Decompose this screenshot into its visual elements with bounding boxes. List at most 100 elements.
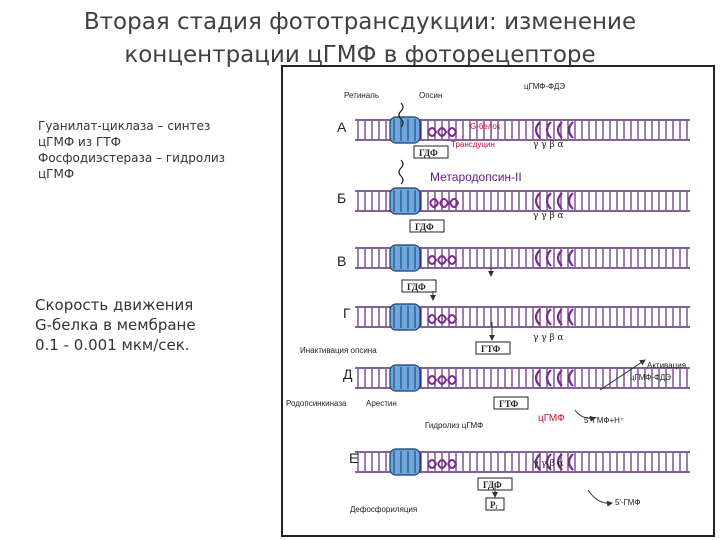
enzyme-note-line: Фосфодиэстераза – гидролиз [38, 151, 226, 165]
transducin [427, 127, 458, 137]
rhodopsin [389, 364, 421, 392]
pde-subunit [556, 192, 563, 210]
speed-note-line: 0.1 - 0.001 мкм/сек. [35, 336, 190, 354]
retinal-chain [398, 102, 404, 128]
transducin-subunit [437, 255, 448, 265]
activation-label-2: цГМФ-ФДЭ [630, 373, 671, 382]
svg-text:ГДФ: ГДФ [419, 148, 438, 158]
speed-notes: Скорость движения G-белка в мембране 0.1… [35, 295, 196, 355]
gdp-box: ГДФ [409, 219, 445, 233]
rhodopsin-body [389, 448, 421, 476]
pde-subunit [567, 453, 574, 471]
subunit-label: γ γ β α [533, 211, 564, 221]
cgmp-label: цГМФ [538, 413, 565, 424]
slide-title: Вторая стадия фототрансдукции: изменение… [0, 6, 720, 72]
gdp-box: ГДФ [401, 279, 437, 293]
diagram-frame [281, 65, 715, 537]
pde-subunit [534, 249, 541, 267]
transducin-subunit [427, 459, 438, 469]
rhodopsin [389, 187, 421, 215]
pde [534, 192, 574, 210]
speed-note-line: G-белка в мембране [35, 316, 196, 334]
pde-subunit [534, 308, 541, 326]
subunit-label: γ γ β α [533, 333, 564, 343]
transducin-subunit [447, 255, 458, 265]
pde [534, 249, 574, 267]
transducin-subunit [429, 198, 440, 208]
stage-label-v: В [337, 253, 346, 269]
transducin-subunit [449, 198, 460, 208]
rhodopsin [389, 116, 421, 144]
svg-text:ГДФ: ГДФ [415, 222, 434, 232]
transducin-subunit [447, 375, 458, 385]
pde-subunit [545, 192, 552, 210]
pde-subunit [545, 249, 552, 267]
pde-subunit [567, 308, 574, 326]
retinal-chain [398, 159, 404, 185]
rhodopsin-kinase-label: Родопсинкиназа [286, 399, 347, 408]
enzyme-notes: Гуанилат-циклаза – синтез цГМФ из ГТФ Фо… [38, 118, 225, 182]
transducin-subunit [427, 314, 438, 324]
pde-subunit [567, 121, 574, 139]
stage-label-b: Б [337, 190, 346, 206]
arrestin-label: Арестин [366, 399, 397, 408]
rhodopsin [389, 244, 421, 272]
pde [534, 121, 574, 139]
pde-subunit [534, 453, 541, 471]
product-label-2: 5'-ГМФ [615, 498, 640, 507]
pde-subunit [567, 369, 574, 387]
pde-subunit [534, 192, 541, 210]
enzyme-note-line: цГМФ [38, 167, 75, 181]
pde-subunit [567, 192, 574, 210]
pde [534, 369, 574, 387]
pi-box: Pᵢ [485, 497, 505, 511]
dephosphorylation-label: Дефосфориляция [350, 505, 417, 514]
transducin-subunit [447, 314, 458, 324]
rhodopsin-body [389, 244, 421, 272]
pde-subunit [545, 308, 552, 326]
transducin-subunit [437, 314, 448, 324]
pde-subunit [545, 453, 552, 471]
rhodopsin-body [389, 364, 421, 392]
transducin-subunit [427, 255, 438, 265]
transducin-subunit [439, 198, 450, 208]
transducin [427, 255, 458, 265]
transducin-subunit [437, 459, 448, 469]
svg-text:ГДФ: ГДФ [483, 480, 502, 490]
product-label-1: 5'-ГМФ+Н⁺ [584, 416, 624, 425]
rhodopsin-body [389, 187, 421, 215]
speed-note-line: Скорость движения [35, 296, 194, 314]
transducin [429, 198, 460, 208]
transducin-subunit [447, 127, 458, 137]
g-protein-label: G-белок [470, 122, 501, 131]
pde-subunit [556, 121, 563, 139]
stage-label-a: А [337, 119, 347, 135]
enzyme-note-line: Гуанилат-циклаза – синтез [38, 119, 211, 133]
svg-text:ГДФ: ГДФ [407, 282, 426, 292]
pde-subunit [534, 369, 541, 387]
stage-label-e: Е [349, 450, 358, 466]
rhodopsin [389, 448, 421, 476]
pde-subunit [556, 308, 563, 326]
enzyme-note-line: цГМФ из ГТФ [38, 135, 121, 149]
gdp-box: ГДФ [413, 145, 449, 159]
hydrolysis-label: Гидролиз цГМФ [425, 421, 483, 430]
pde-subunit [545, 121, 552, 139]
pde-subunit [556, 453, 563, 471]
subunit-label: γ γ β α [533, 140, 564, 150]
pde-subunit [545, 369, 552, 387]
transducin [427, 314, 458, 324]
transducin-label: Трансдуцин [451, 140, 495, 149]
rhodopsin-body [389, 303, 421, 331]
title-line-2: концентрации цГМФ в фоторецепторе [124, 42, 596, 68]
stage-label-d: Д [343, 366, 353, 382]
rhodopsin [389, 303, 421, 331]
transducin-subunit [437, 375, 448, 385]
svg-text:Pᵢ: Pᵢ [490, 500, 497, 510]
rhodopsin-body [389, 116, 421, 144]
transducin-subunit [427, 127, 438, 137]
pde [534, 453, 574, 471]
retinal-label: Ретиналь [344, 91, 379, 100]
metarhodopsin-label: Метародопсин-II [430, 170, 522, 184]
